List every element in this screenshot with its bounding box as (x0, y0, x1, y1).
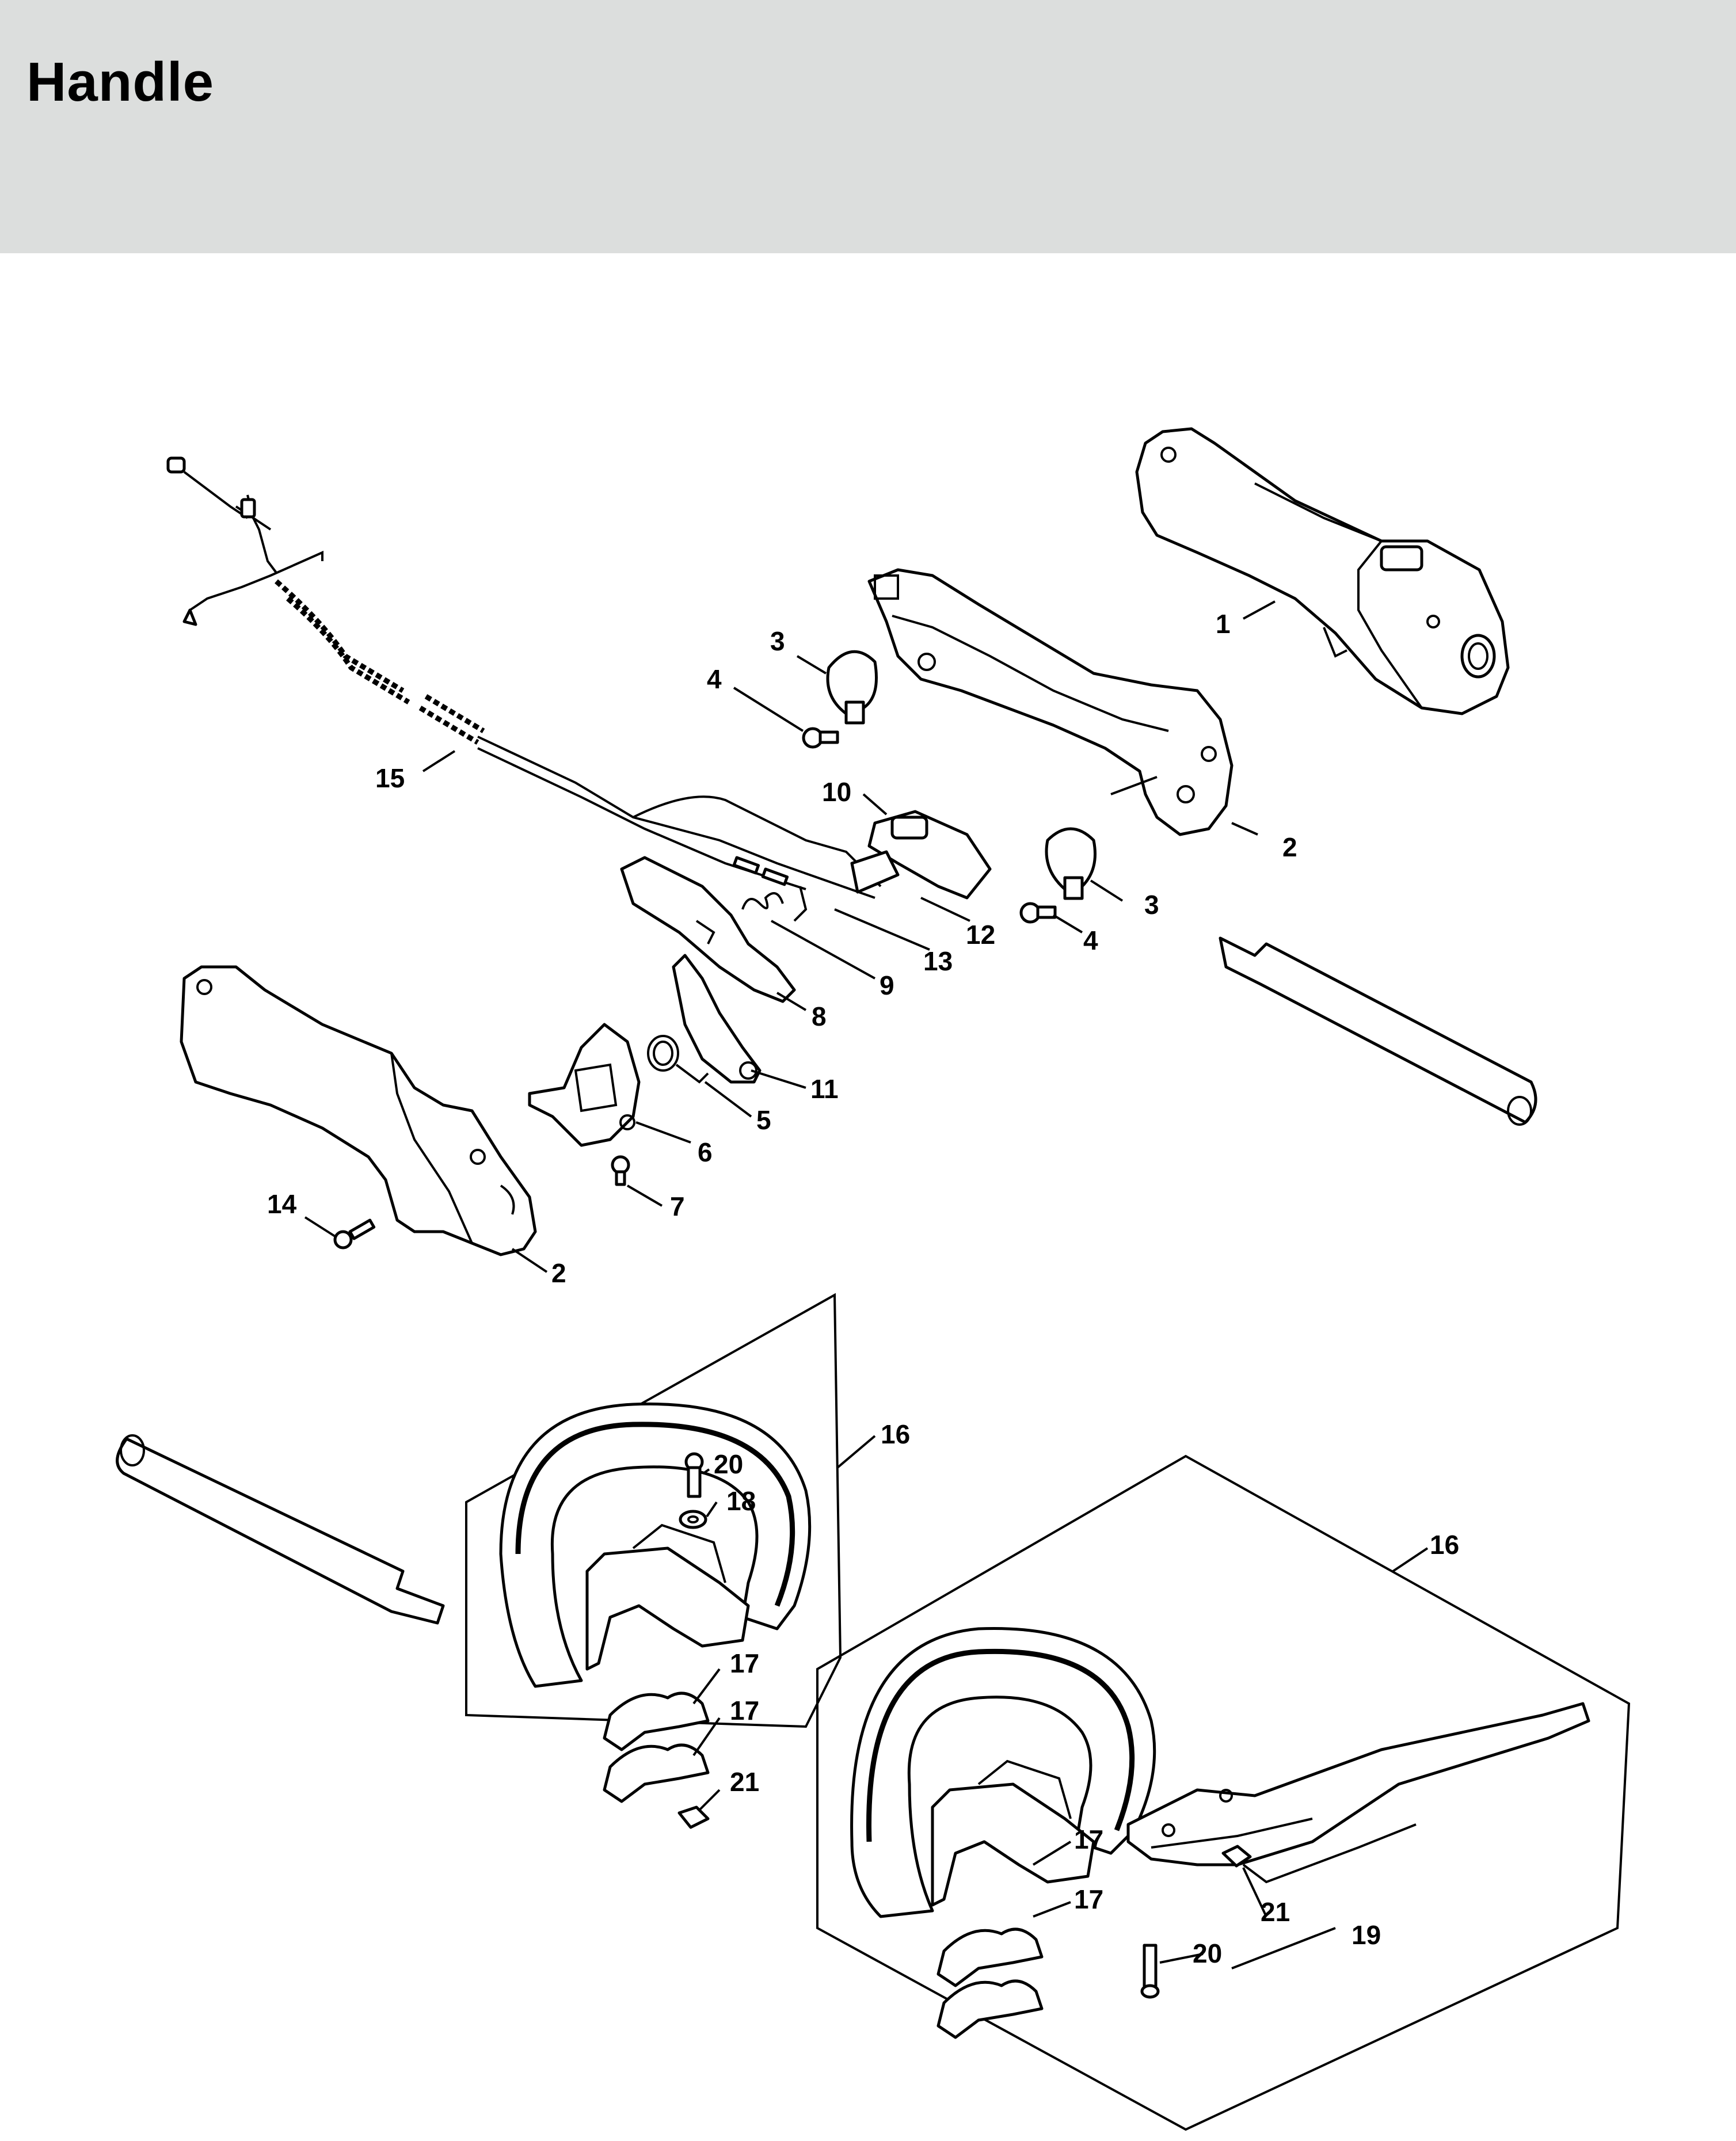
callout-10: 10 (822, 777, 851, 807)
part-clamp-barrier-1 (936, 1927, 1044, 1987)
part-screw-lever (611, 1155, 630, 1186)
callout-2: 2 (1282, 832, 1297, 862)
callout-1: 1 (1216, 609, 1231, 639)
callout-4: 4 (707, 664, 722, 694)
part-drive-tube-upper (1219, 936, 1537, 1126)
header-bar (0, 0, 1736, 253)
callout-18: 18 (726, 1486, 756, 1516)
callout-20: 20 (1193, 1938, 1222, 1968)
callout-12: 12 (966, 920, 995, 950)
callout-17: 17 (730, 1648, 759, 1678)
callout-3: 3 (770, 626, 785, 656)
part-lever-bracket (528, 1023, 641, 1147)
callout-16: 16 (1430, 1530, 1459, 1560)
page-title: Handle (26, 51, 215, 113)
callout-labels: 1 2 3 4 3 4 15 10 12 13 9 8 11 5 6 7 14 … (267, 609, 1459, 1968)
part-throttle-cable (166, 456, 882, 922)
callout-5: 5 (756, 1105, 771, 1135)
callout-20: 20 (714, 1449, 743, 1479)
callout-16: 16 (881, 1419, 910, 1449)
part-clamp-lower-1 (603, 1692, 710, 1751)
part-loop-handle-large (850, 1626, 1156, 1918)
callout-8: 8 (812, 1001, 827, 1031)
part-interlock-lever (672, 954, 762, 1084)
part-clamp-barrier-2 (936, 1979, 1044, 2039)
part-cable-connector (850, 850, 900, 894)
callout-13: 13 (923, 946, 953, 976)
part-slide-switch (867, 810, 992, 900)
part-screw-m5 (684, 1452, 704, 1498)
callout-6: 6 (698, 1137, 713, 1167)
part-loop-handle-small (499, 1402, 812, 1688)
part-torsion-spring-small (741, 892, 784, 910)
callout-15: 15 (375, 763, 405, 793)
part-drive-tube-lower (116, 1434, 445, 1625)
part-throttle-trigger (620, 856, 796, 1003)
part-square-nut (677, 1805, 710, 1829)
callout-11: 11 (810, 1074, 839, 1104)
part-handle-molding-right (1135, 427, 1510, 715)
callout-17: 17 (730, 1696, 759, 1725)
part-screw-barrier (1140, 1944, 1160, 1999)
callout-17: 17 (1074, 1824, 1103, 1854)
kit-box-barrier-bar (816, 1454, 1631, 2131)
part-handle-housing-right (867, 568, 1234, 836)
callout-3: 3 (1144, 890, 1159, 920)
callout-9: 9 (880, 970, 894, 1000)
callout-17: 17 (1074, 1884, 1103, 1914)
kit-box-loop-handle (465, 1293, 842, 1728)
part-clamp-middle (1045, 827, 1097, 900)
part-clamp-lower-2 (603, 1743, 710, 1803)
callout-19: 19 (1352, 1920, 1381, 1950)
part-screw-middle (1019, 902, 1057, 924)
part-nut-barrier (1221, 1845, 1252, 1868)
part-clamp-upper (826, 650, 878, 725)
part-torsion-spring (647, 1035, 709, 1084)
part-barrier-bar (1126, 1702, 1590, 1866)
callout-14: 14 (267, 1189, 297, 1219)
part-screw-handle (333, 1218, 376, 1249)
callout-7: 7 (670, 1191, 685, 1221)
part-screw-upper (802, 727, 839, 749)
part-washer (679, 1510, 707, 1529)
part-handle-molding-left (180, 965, 537, 1256)
callout-4: 4 (1083, 925, 1098, 955)
callout-21: 21 (1261, 1897, 1290, 1927)
callout-2: 2 (551, 1258, 566, 1288)
callout-21: 21 (730, 1767, 759, 1797)
leader-lines (304, 600, 1429, 1969)
